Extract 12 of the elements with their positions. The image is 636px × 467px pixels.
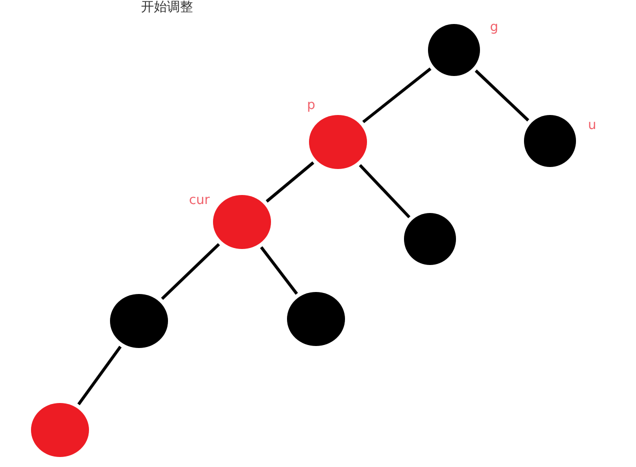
node-label: p (307, 99, 316, 112)
tree-edge (362, 67, 432, 124)
tree-edge (266, 161, 314, 203)
tree-edge (77, 346, 122, 406)
tree-edge (474, 70, 530, 122)
node-label: g (490, 21, 498, 34)
diagram-title: 开始调整 (141, 0, 193, 16)
tree-edge (161, 243, 220, 300)
node-label: u (588, 119, 596, 132)
node-label: cur (189, 194, 210, 207)
tree-edge (260, 246, 298, 295)
tree-edge (358, 164, 410, 218)
